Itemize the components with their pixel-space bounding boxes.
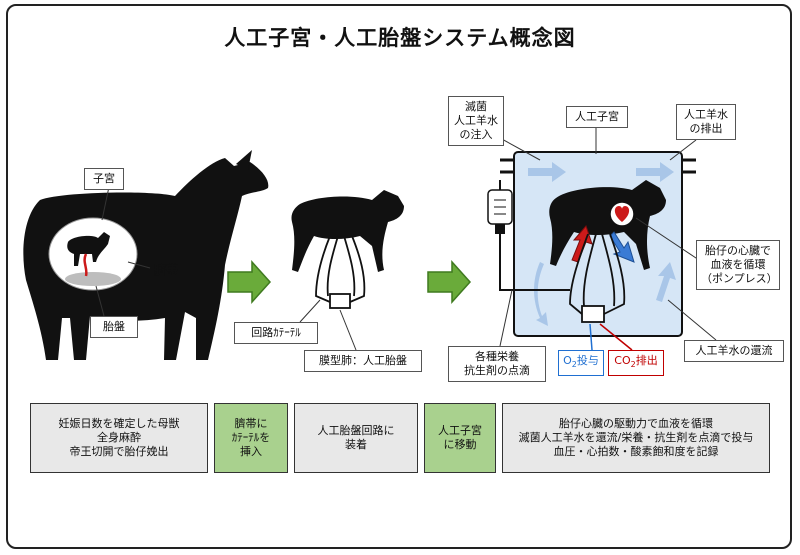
label-uterus: 子宮 [84, 168, 124, 190]
heart-leader-line [635, 217, 703, 263]
fluid-flow-arrows [528, 162, 676, 326]
label-artificial-womb: 人工子宮 [566, 106, 628, 128]
co2-line [599, 323, 633, 351]
label-fetal-heart: 胎仔の心臓で 血液を循環 （ポンプレス） [696, 240, 780, 290]
drip-leader-line [499, 289, 513, 347]
process-arrow-1 [227, 260, 272, 304]
return-leader-line [667, 299, 717, 341]
sterile-leader-line [499, 137, 541, 161]
label-co2-removal: CO2排出 [608, 350, 664, 377]
label-o2-supply: O2投与 [558, 350, 604, 377]
womb-circuit [569, 233, 626, 323]
drain-leader-line [669, 139, 697, 161]
iv-drip-bag [487, 180, 570, 291]
lamb-circuit [315, 235, 366, 309]
fetus-in-uterus [67, 232, 110, 266]
process-arrow-2 [427, 260, 472, 304]
lamb-in-womb [549, 180, 666, 270]
diagram-title: 人工子宮・人工胎盤システム概念図 [224, 26, 576, 50]
label-sterile-fluid: 滅菌 人工羊水 の注入 [448, 96, 504, 146]
label-umbilical-cord: 臍帯 [154, 263, 179, 277]
diagram-frame [6, 4, 792, 549]
lamb-silhouette [291, 190, 404, 272]
lung-leader-line [339, 309, 357, 351]
label-membrane-lung: 膜型肺：人工胎盤 [304, 350, 422, 372]
label-fluid-return: 人工羊水の還流 [684, 340, 784, 362]
step-2: 臍帯に ｶﾃｰﾃﾙを 挿入 [214, 403, 288, 473]
catheter-leader-line [299, 299, 321, 323]
step-3: 人工胎盤回路に 装着 [294, 403, 418, 473]
ewe-silhouette [23, 150, 269, 360]
cord-leader-line [127, 261, 151, 269]
label-circuit-catheter: 回路ｶﾃｰﾃﾙ [234, 322, 318, 344]
label-placenta: 胎盤 [90, 316, 138, 338]
label-nutrition-drip: 各種栄養 抗生剤の点滴 [448, 346, 546, 382]
step-4: 人工子宮 に移動 [424, 403, 496, 473]
placenta-shape [65, 272, 121, 286]
placenta-leader-line [95, 285, 105, 317]
heart-icon [614, 206, 630, 222]
step-5: 胎仔心臓の駆動力で血液を循環 滅菌人工羊水を還流/栄養・抗生剤を点滴で投与 血圧… [502, 403, 770, 473]
label-fluid-drain: 人工羊水 の排出 [676, 104, 736, 140]
umbilical-cord-line [83, 253, 88, 277]
o2-line [589, 323, 593, 351]
step-1: 妊娠日数を確定した母獣 全身麻酔 帝王切開で胎仔娩出 [30, 403, 208, 473]
